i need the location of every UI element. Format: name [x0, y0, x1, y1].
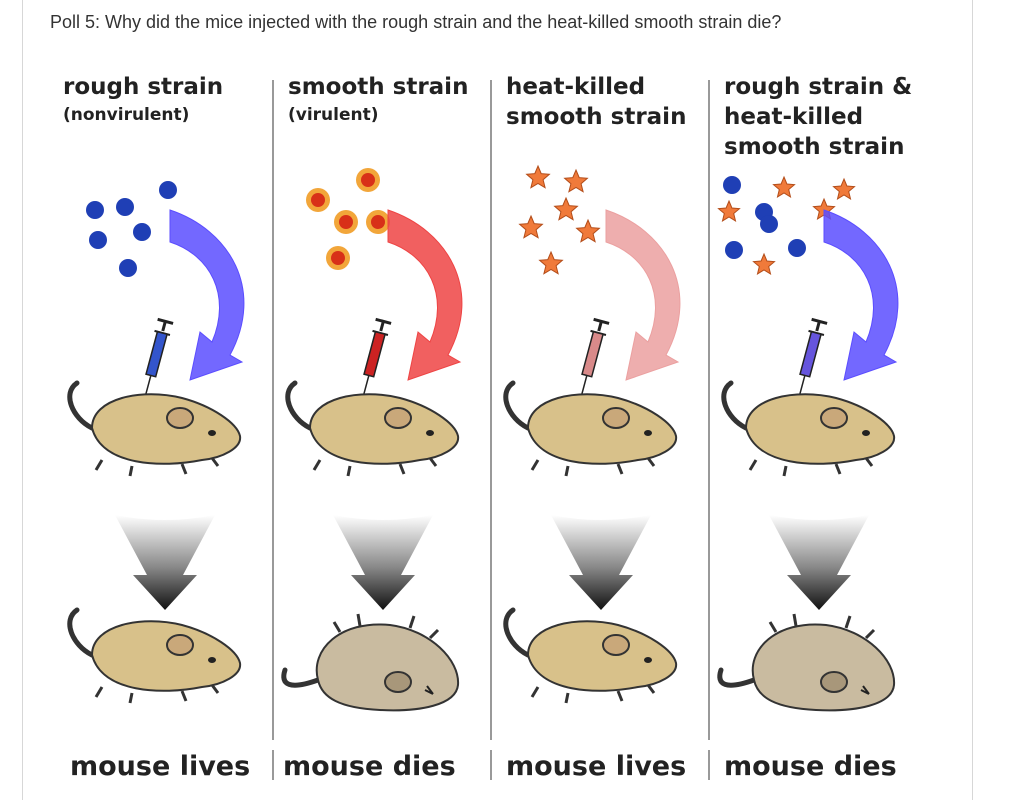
rough-cell: [723, 176, 741, 194]
live-mouse-icon: [503, 380, 678, 477]
down-arrow-icon: [115, 515, 215, 610]
curved-arrow-icon: [823, 209, 899, 381]
rough-cell: [86, 201, 104, 219]
live-mouse-icon: [67, 380, 242, 477]
dead-cell-star: [832, 177, 856, 200]
column-1: rough strain (nonvirulent) mouse lives: [63, 74, 250, 782]
dead-cell-star: [563, 168, 589, 193]
rough-cell: [133, 223, 151, 241]
column-dividers: [272, 80, 710, 780]
down-arrow-icon: [333, 515, 433, 610]
syringe-icon: [579, 317, 610, 401]
down-arrow-icon: [769, 515, 869, 610]
smooth-cell-core: [311, 193, 325, 207]
column-2: smooth strain (virulent) mouse dies: [281, 74, 468, 782]
curved-arrow-icon: [605, 209, 681, 381]
griffith-experiment-diagram: rough strain (nonvirulent) mouse lives smoo…: [63, 74, 912, 782]
dead-cell-star: [518, 214, 544, 239]
syringe-icon: [797, 317, 828, 401]
result-label: mouse lives: [70, 751, 250, 782]
column-3: heat-killed smooth strain mouse lives: [503, 74, 686, 782]
down-arrow-icon: [551, 515, 651, 610]
rough-cell: [159, 181, 177, 199]
cells-group: [86, 181, 177, 277]
dead-cell-star: [772, 175, 796, 198]
result-label: mouse lives: [506, 751, 686, 782]
dead-cell-star: [525, 164, 551, 189]
curved-arrow-icon: [169, 209, 245, 381]
rough-cell: [725, 241, 743, 259]
live-mouse-icon: [503, 607, 678, 704]
dead-cell-star: [553, 196, 579, 221]
syringe-icon: [361, 317, 392, 401]
column-title: rough strain: [63, 74, 223, 100]
column-4: rough strain & heat-killed smooth strain mo…: [717, 74, 912, 782]
live-mouse-icon: [67, 607, 242, 704]
column-title: smooth strain: [288, 74, 468, 100]
rough-cell: [116, 198, 134, 216]
dead-cell-star: [538, 250, 564, 275]
column-title: smooth strain: [724, 134, 904, 160]
rough-cell: [89, 231, 107, 249]
dead-cell-star: [717, 199, 741, 222]
smooth-cell-core: [339, 215, 353, 229]
rough-cell: [760, 215, 778, 233]
dead-mouse-icon: [717, 613, 896, 712]
live-mouse-icon: [285, 380, 460, 477]
cells-group: [306, 168, 390, 270]
smooth-cell-core: [331, 251, 345, 265]
result-label: mouse dies: [283, 751, 456, 782]
column-title: heat-killed: [724, 104, 863, 130]
column-title: rough strain &: [724, 74, 912, 100]
dead-cell-star: [752, 252, 776, 275]
rough-cell: [119, 259, 137, 277]
dead-mouse-icon: [281, 613, 460, 712]
live-mouse-icon: [721, 380, 896, 477]
dead-cell-star: [575, 218, 601, 243]
result-label: mouse dies: [724, 751, 897, 782]
column-title: smooth strain: [506, 104, 686, 130]
rough-cell: [788, 239, 806, 257]
poll-card: [22, 0, 973, 800]
poll-question: Poll 5: Why did the mice injected with t…: [50, 12, 782, 32]
smooth-cell-core: [361, 173, 375, 187]
curved-arrow-icon: [387, 209, 463, 381]
smooth-cell-core: [371, 215, 385, 229]
cells-group: [518, 164, 601, 275]
column-subtitle: (nonvirulent): [63, 105, 189, 125]
syringe-icon: [143, 317, 174, 401]
column-title: heat-killed: [506, 74, 645, 100]
cells-group: [717, 175, 856, 275]
column-subtitle: (virulent): [288, 105, 379, 125]
